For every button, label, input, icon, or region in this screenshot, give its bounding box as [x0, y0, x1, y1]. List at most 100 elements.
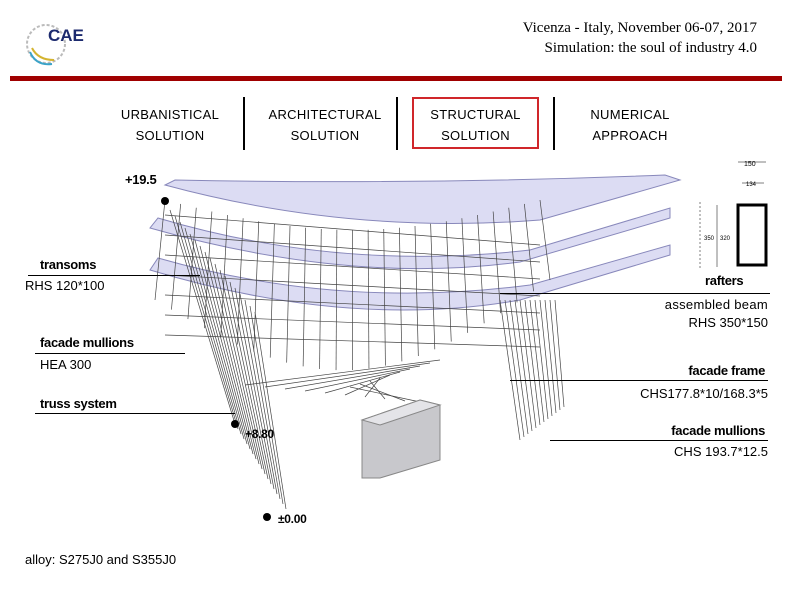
tab-divider [243, 97, 245, 150]
level-marker [161, 197, 169, 205]
structural-member [164, 294, 541, 314]
structural-member [204, 251, 257, 460]
leader-line [28, 275, 200, 276]
structural-member [359, 383, 406, 402]
section-detail: 150 134 350 320 [699, 161, 768, 270]
leader-line [550, 440, 768, 441]
structural-member [524, 203, 534, 292]
structural-member [164, 234, 541, 263]
structural-member [253, 221, 260, 352]
rafters-title: rafters [705, 273, 744, 288]
structural-member [430, 223, 436, 350]
structural-member [249, 305, 284, 505]
leader-line [35, 353, 185, 354]
svg-text:320: 320 [720, 236, 731, 242]
structural-member [302, 227, 306, 367]
structural-member [224, 275, 269, 480]
level-marker [231, 420, 239, 428]
tab-divider [553, 97, 555, 150]
structural-member [324, 371, 401, 394]
structural-member [335, 229, 338, 371]
structural-member [199, 245, 254, 455]
structural-member [269, 223, 275, 358]
structural-member [539, 199, 551, 281]
structural-member [219, 269, 266, 475]
svg-text:CAE: CAE [48, 26, 84, 45]
structural-member [286, 225, 291, 363]
svg-text:350: 350 [704, 236, 715, 242]
structural-member [179, 221, 242, 435]
structural-member [549, 299, 561, 411]
event-title: Vicenza - Italy, November 06-07, 2017 [522, 20, 757, 36]
level-ground: ±0.00 [278, 512, 307, 526]
structural-member [184, 227, 245, 440]
tab-label: SOLUTION [135, 128, 205, 143]
facade-mullions-left-spec: HEA 300 [40, 357, 92, 372]
structural-member [445, 221, 452, 342]
tab-architectural[interactable]: ARCHITECTURAL SOLUTION [255, 104, 395, 146]
tab-divider [396, 97, 398, 150]
truss-title: truss system [40, 396, 117, 411]
structural-member [194, 239, 251, 450]
structural-member [477, 214, 485, 324]
structural-member [204, 211, 213, 329]
structural-member [171, 203, 181, 310]
structural-member [414, 225, 419, 356]
structural-member [209, 257, 260, 465]
structural-member [344, 374, 391, 396]
structural-member [367, 229, 370, 369]
leader-line [510, 380, 768, 381]
tab-urbanistical[interactable]: URBANISTICAL SOLUTION [100, 104, 240, 146]
tab-label: URBANISTICAL [120, 107, 220, 122]
tab-label: SOLUTION [441, 128, 510, 143]
structural-member [524, 299, 541, 426]
transoms-title: transoms [40, 257, 97, 272]
structural-member [164, 274, 541, 297]
structural-member [229, 281, 272, 485]
facade-frame-spec: CHS177.8*10/168.3*5 [640, 386, 768, 401]
structural-member [214, 263, 263, 470]
facade-mullions-right-title: facade mullions [671, 423, 765, 438]
structural-member [492, 211, 501, 314]
structural-member [504, 299, 525, 438]
structural-member [244, 299, 281, 500]
leader-line [500, 293, 770, 294]
structural-member [383, 228, 386, 366]
structural-member [244, 359, 441, 386]
facade-grid [154, 199, 565, 510]
structural-member [319, 228, 322, 369]
transoms-spec: RHS 120*100 [25, 278, 105, 293]
structural-member [514, 299, 533, 432]
tab-label: ARCHITECTURAL [268, 107, 382, 122]
structural-member [461, 218, 469, 333]
structural-member [534, 299, 549, 420]
rafters-spec1: assembled beam [664, 297, 768, 312]
tab-label: NUMERICAL [590, 107, 670, 122]
roof-slabs [149, 174, 682, 311]
structural-member [284, 365, 421, 390]
structural-member [304, 368, 411, 392]
structural-member [164, 254, 541, 280]
structural-member [174, 215, 239, 430]
structural-member [369, 380, 386, 400]
level-top: +19.5 [125, 172, 157, 187]
structural-member [220, 214, 228, 337]
tab-label: SOLUTION [290, 128, 360, 143]
event-subtitle: Simulation: the soul of industry 4.0 [544, 40, 758, 56]
structural-member [189, 233, 248, 445]
structural-member [234, 287, 275, 490]
structural-member [509, 299, 529, 435]
support-block [360, 399, 442, 479]
structural-member [164, 334, 541, 348]
structural-member [508, 207, 518, 303]
structural-member [529, 299, 545, 423]
header-divider [10, 76, 782, 81]
svg-text:150: 150 [744, 161, 756, 168]
structural-member [239, 293, 278, 495]
structural-member [154, 199, 166, 301]
facade-mullions-left-title: facade mullions [40, 335, 134, 350]
structural-member [554, 299, 565, 408]
structural-member [164, 214, 541, 246]
